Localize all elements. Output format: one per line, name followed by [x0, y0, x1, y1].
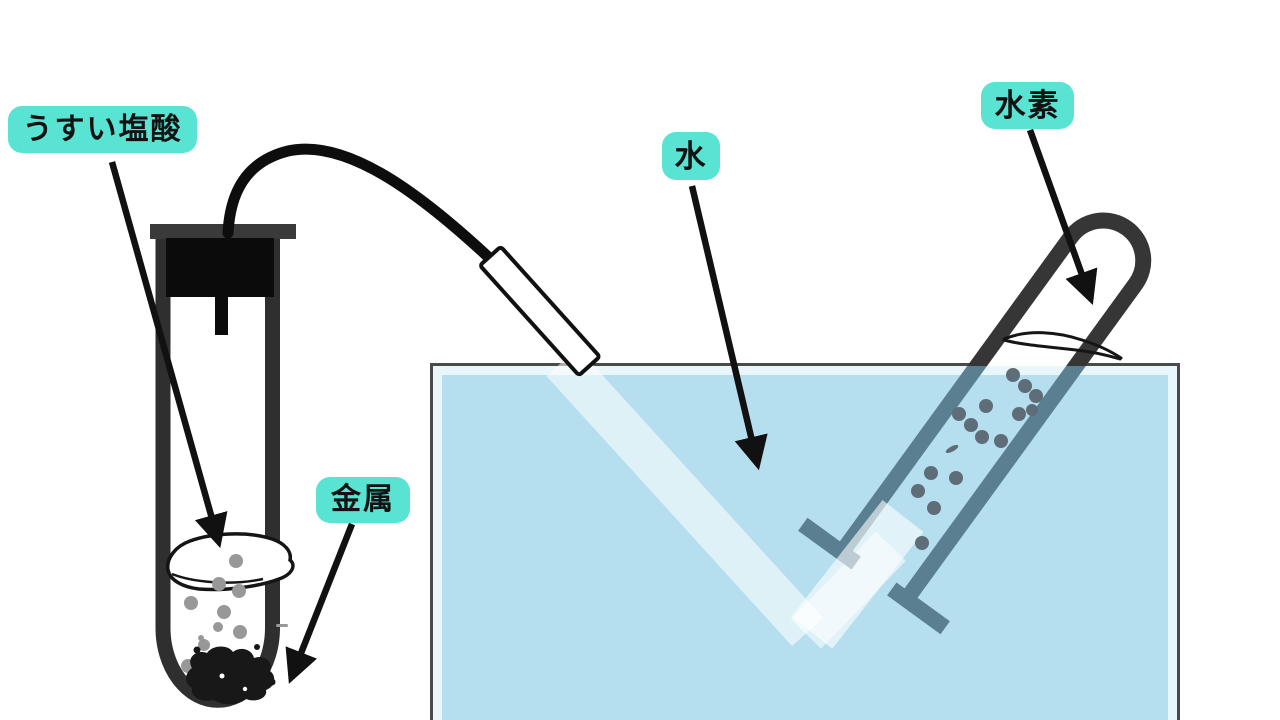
collection-tube-walls-above	[835, 212, 1152, 366]
label-metal: 金属	[316, 477, 410, 523]
band-left-arm	[546, 347, 824, 647]
delivery-glass-tube-body	[479, 245, 601, 377]
label-hydrogen: 水素	[981, 82, 1074, 129]
rubber-stopper	[166, 238, 274, 297]
band-into-mouth-rect	[791, 499, 924, 649]
label-dilute-hydrochloric-acid: うすい塩酸	[8, 106, 197, 153]
reaction-test-tube	[150, 224, 296, 708]
pointer-arrows	[108, 128, 1098, 684]
arrow-acid	[108, 161, 228, 549]
band-into-mouth	[791, 499, 924, 649]
tube-water-level-line	[1002, 331, 1123, 361]
hydrogen-bubbles	[911, 368, 1043, 550]
metal-sample	[186, 644, 276, 705]
arrow-water	[688, 185, 768, 471]
arrow-hydrogen	[1026, 128, 1098, 305]
delivery-hose	[222, 143, 506, 274]
label-water: 水	[662, 132, 720, 180]
water-fill	[433, 366, 1177, 720]
arrow-metal	[285, 522, 356, 684]
mouth-flare-right	[887, 582, 950, 635]
collection-tube-above-water	[835, 212, 1152, 366]
trough-border	[430, 363, 1180, 720]
glass-tube-stub	[215, 296, 228, 335]
water-trough	[430, 363, 1180, 720]
water-edge-highlight	[433, 366, 1177, 720]
delivery-glass-tube	[479, 245, 601, 377]
